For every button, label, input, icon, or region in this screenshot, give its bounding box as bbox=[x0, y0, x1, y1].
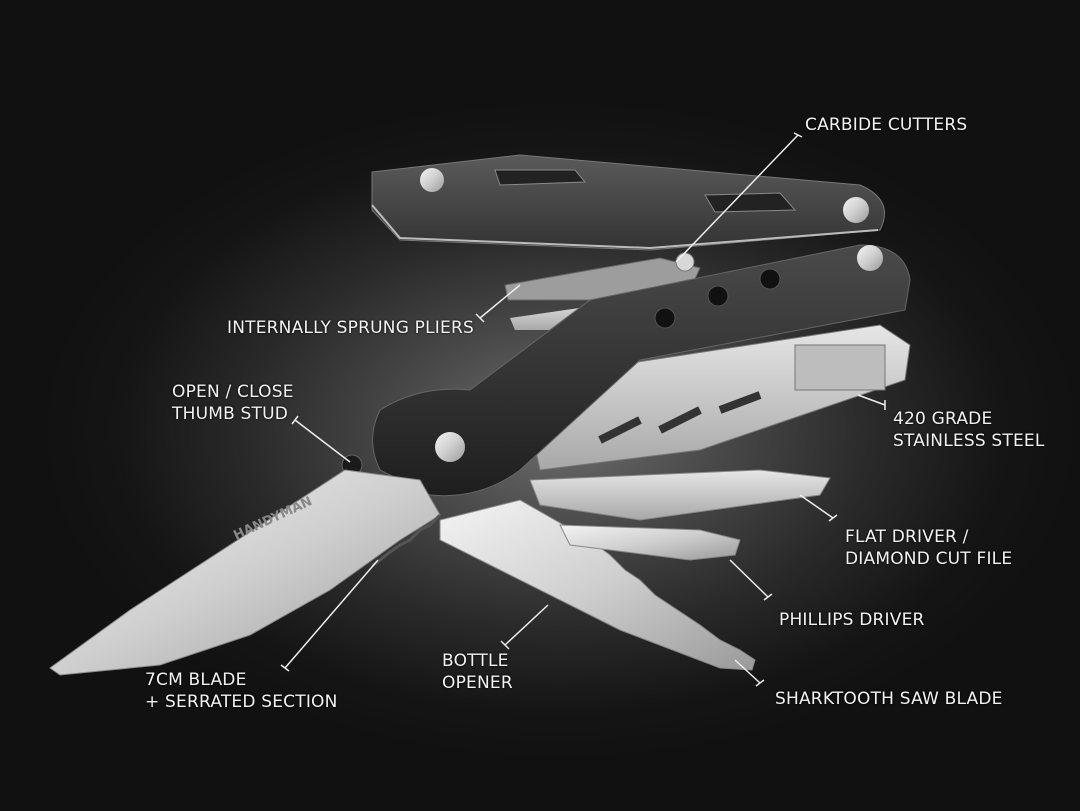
callout-thumb-stud: OPEN / CLOSE THUMB STUD bbox=[172, 382, 294, 424]
callout-saw-blade: SHARKTOOTH SAW BLADE bbox=[775, 689, 1003, 709]
callout-phillips-driver: PHILLIPS DRIVER bbox=[779, 610, 925, 630]
drivers bbox=[529, 469, 831, 561]
callout-bottle-opener: BOTTLE OPENER bbox=[442, 651, 513, 693]
knife-blade: HANDYMAN bbox=[49, 469, 442, 676]
callout-carbide-cutters: CARBIDE CUTTERS bbox=[805, 115, 968, 135]
steel-frame bbox=[519, 324, 911, 471]
saw-blade-shape bbox=[439, 499, 756, 671]
callout-stainless-steel: 420 GRADE STAINLESS STEEL bbox=[893, 409, 1045, 451]
callout-blade: 7CM BLADE + SERRATED SECTION bbox=[145, 670, 338, 712]
callout-lines bbox=[280, 132, 886, 687]
main-handle bbox=[341, 244, 911, 497]
callout-flat-driver: FLAT DRIVER / DIAMOND CUT FILE bbox=[845, 527, 1013, 569]
callout-internally-sprung-pliers: INTERNALLY SPRUNG PLIERS bbox=[227, 318, 474, 338]
upper-handle bbox=[371, 154, 885, 251]
